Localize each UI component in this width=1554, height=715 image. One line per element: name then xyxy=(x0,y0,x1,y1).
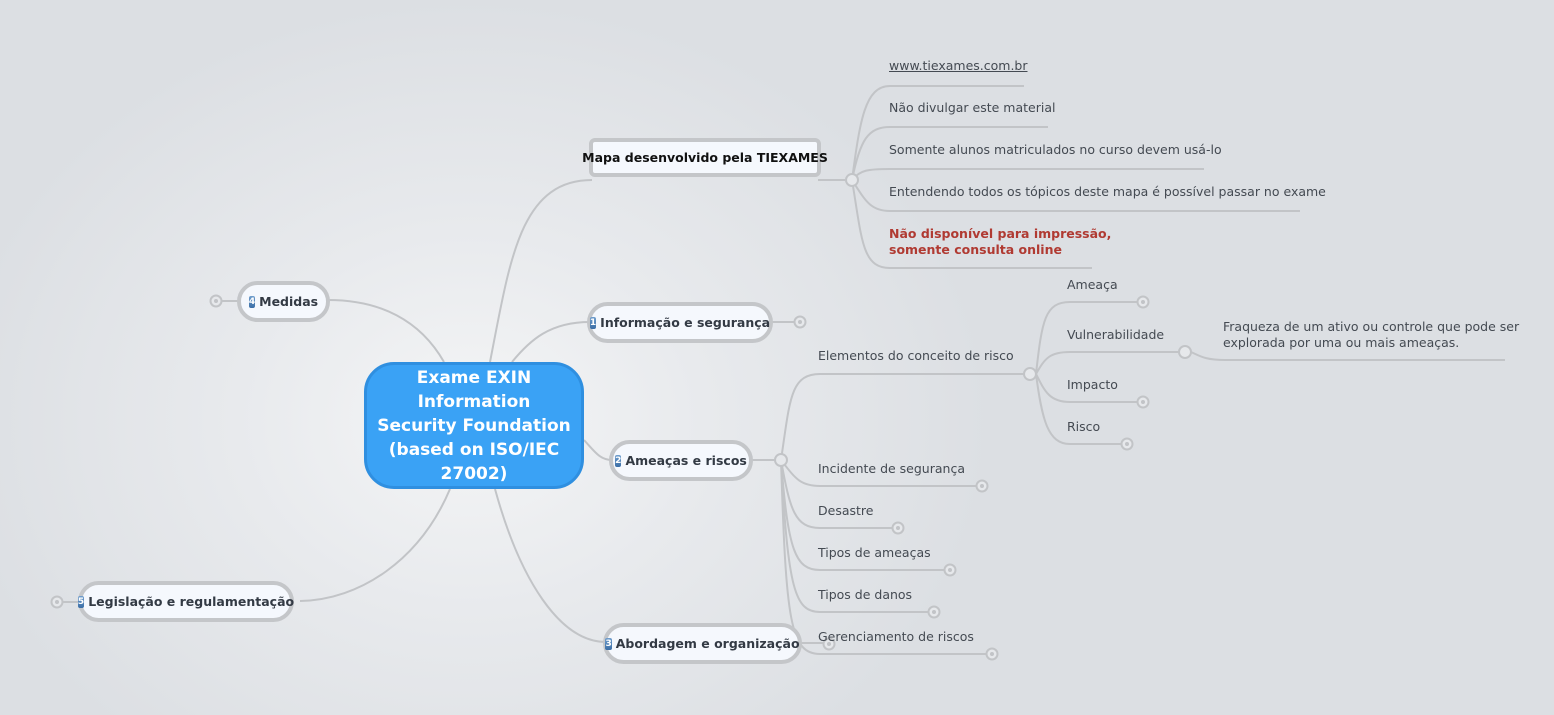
number-badge-icon: 3 xyxy=(605,637,612,650)
subtopic-impacto[interactable]: Impacto xyxy=(1067,377,1118,392)
topic-label: Mapa desenvolvido pela TIEXAMES xyxy=(582,150,828,165)
topic-legislacao-regulamentacao[interactable]: 5 Legislação e regulamentação xyxy=(77,581,295,622)
junction-ameacas[interactable] xyxy=(774,453,788,467)
subtopic-tipos-ameacas[interactable]: Tipos de ameaças xyxy=(818,545,931,560)
note-entendendo-topicos[interactable]: Entendendo todos os tópicos deste mapa é… xyxy=(889,184,1326,199)
junction-info-node[interactable] xyxy=(845,173,859,187)
number-badge-icon: 5 xyxy=(77,595,85,608)
subtopic-elementos-risco[interactable]: Elementos do conceito de risco xyxy=(818,348,1014,363)
topic-label: Ameaças e riscos xyxy=(625,453,747,468)
number-badge-icon: 2 xyxy=(615,454,622,467)
topic-label: Legislação e regulamentação xyxy=(88,594,295,609)
note-line-1: Não disponível para impressão, xyxy=(889,226,1112,241)
junction-elementos[interactable] xyxy=(1023,367,1037,381)
subtopic-ameaca[interactable]: Ameaça xyxy=(1067,277,1118,292)
subtopic-desastre[interactable]: Desastre xyxy=(818,503,874,518)
subtopic-gerenciamento-riscos[interactable]: Gerenciamento de riscos xyxy=(818,629,974,644)
number-badge-icon: 1 xyxy=(589,316,597,329)
topic-label: Abordagem e organização xyxy=(615,636,800,651)
topic-label: Informação e segurança xyxy=(600,315,771,330)
topic-ameacas-riscos[interactable]: 2 Ameaças e riscos xyxy=(609,440,753,481)
definition-line-1: Fraqueza de um ativo ou controle que pod… xyxy=(1223,319,1520,334)
definition-line-2: explorada por uma ou mais ameaças. xyxy=(1223,335,1460,350)
subtopic-tipos-danos[interactable]: Tipos de danos xyxy=(818,587,913,602)
note-somente-alunos[interactable]: Somente alunos matriculados no curso dev… xyxy=(889,142,1222,157)
subtopic-risco[interactable]: Risco xyxy=(1067,419,1101,434)
topic-medidas[interactable]: 4 Medidas xyxy=(237,281,330,322)
topic-abordagem-organizacao[interactable]: 3 Abordagem e organização xyxy=(603,623,802,664)
note-line-2: somente consulta online xyxy=(889,242,1062,257)
note-nao-divulgar[interactable]: Não divulgar este material xyxy=(889,100,1056,115)
subtopic-incidente-seguranca[interactable]: Incidente de segurança xyxy=(818,461,965,476)
number-badge-icon: 4 xyxy=(248,295,256,308)
note-nao-disponivel[interactable]: Não disponível para impressão, somente c… xyxy=(889,226,1111,258)
junction-vulnerabilidade[interactable] xyxy=(1178,345,1192,359)
central-topic-title: Exame EXIN Information Security Foundati… xyxy=(377,367,571,484)
topic-informacao-seguranca[interactable]: 1 Informação e segurança xyxy=(587,302,773,343)
note-website-link[interactable]: www.tiexames.com.br xyxy=(889,58,1028,73)
subtopic-vulnerabilidade[interactable]: Vulnerabilidade xyxy=(1067,327,1165,342)
topic-label: Medidas xyxy=(259,294,319,309)
vulnerabilidade-definition[interactable]: Fraqueza de um ativo ou controle que pod… xyxy=(1223,319,1519,351)
topic-mapa-tiexames[interactable]: Mapa desenvolvido pela TIEXAMES xyxy=(582,138,828,177)
central-topic[interactable]: Exame EXIN Information Security Foundati… xyxy=(364,362,584,489)
